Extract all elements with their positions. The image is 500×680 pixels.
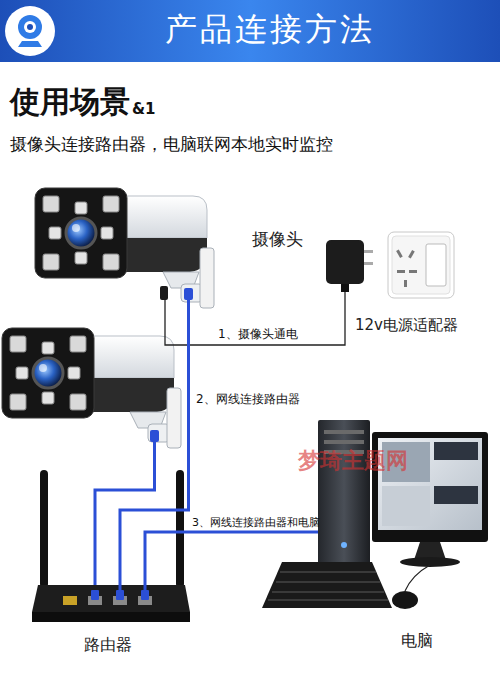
- device-label: 12v电源适配器: [355, 316, 458, 334]
- drive-bay: [324, 440, 364, 444]
- drive-bay: [324, 430, 364, 434]
- rj45-plug: [116, 590, 124, 600]
- router-antenna: [40, 470, 48, 588]
- socket-hole: [396, 250, 403, 258]
- device-node: 摄像头: [30, 185, 305, 300]
- rj45-plug: [184, 288, 193, 300]
- mouse: [392, 591, 418, 609]
- router-port: [63, 596, 77, 605]
- cable-connector: [145, 532, 305, 555]
- network-cable: [305, 531, 318, 534]
- camera-illustration: [35, 188, 214, 308]
- rj45-plug: [141, 590, 149, 600]
- socket-hole: [404, 280, 407, 287]
- socket-hole: [408, 250, 415, 258]
- adapter-prong: [364, 262, 373, 265]
- rj45-plug: [91, 590, 99, 600]
- step-label: 1、摄像头通电: [218, 327, 298, 341]
- power-button: [341, 542, 347, 548]
- cord-boot: [341, 284, 349, 292]
- device-label: 摄像头: [252, 229, 303, 249]
- step-label: 2、网线连接路由器: [196, 392, 300, 406]
- power-cord: [315, 292, 345, 345]
- icon-camera: [18, 15, 42, 39]
- device-label: 路由器: [84, 635, 132, 654]
- icon-base: [18, 41, 42, 47]
- router-front: [32, 612, 190, 622]
- power-adapter: [326, 240, 364, 284]
- mouse-cord: [405, 565, 430, 591]
- device-node: 12v电源适配器: [315, 228, 465, 355]
- outlet-face: [392, 236, 450, 294]
- outlet-switch: [426, 244, 446, 286]
- heading-text: 使用场景: [10, 84, 130, 120]
- router-body: [32, 585, 190, 612]
- step-label: 3、网线连接路由器和电脑: [192, 516, 320, 529]
- socket-hole: [409, 270, 417, 273]
- router-antenna: [176, 470, 184, 588]
- screen-view: [434, 486, 478, 504]
- dc-plug: [160, 286, 168, 300]
- page-title: 产品连接方法: [60, 9, 480, 51]
- watermark: 梦琦主题网: [298, 448, 408, 474]
- device-node: 路由器: [30, 555, 195, 660]
- network-cable: [95, 442, 155, 598]
- screen-view: [434, 442, 478, 460]
- keyboard-keys: [268, 572, 388, 600]
- device-label: 电脑: [401, 631, 433, 650]
- rj45-plug: [150, 430, 159, 442]
- socket-hole: [397, 270, 405, 273]
- wall-outlet: [388, 232, 454, 298]
- adapter-prong: [364, 250, 373, 253]
- heading-text: &1: [132, 100, 156, 118]
- heading-text: 摄像头连接路由器，电脑联网本地实时监控: [10, 134, 333, 154]
- cable-connector: [120, 300, 189, 555]
- keyboard: [262, 562, 392, 608]
- icon-lens: [27, 24, 33, 30]
- icon-lens: [24, 21, 36, 33]
- camera-illustration: [2, 328, 181, 448]
- cable-connector: [165, 300, 315, 345]
- screen-view: [382, 486, 430, 526]
- pc-tower: [318, 420, 370, 565]
- header-band: [0, 0, 500, 62]
- header-icon: [5, 6, 55, 56]
